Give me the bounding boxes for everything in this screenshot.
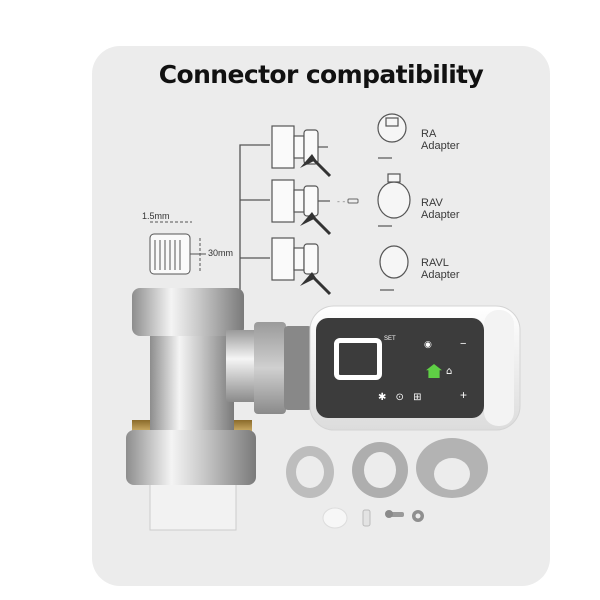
arrows <box>300 154 332 296</box>
wifi-icon: ◉ <box>424 340 432 350</box>
screw-part <box>385 510 404 518</box>
ring-adapter-small <box>286 446 334 498</box>
plus-button[interactable]: + <box>460 388 468 402</box>
dimension-drawing <box>149 221 206 275</box>
minus-button[interactable]: − <box>460 338 467 350</box>
thermostat-display: SET ◉ − ⌂ ✱ ⊙ ⊞ + <box>320 322 480 414</box>
away-icon: ⌂ <box>446 366 453 377</box>
ring-adapter-medium <box>352 442 408 498</box>
pin-part <box>347 198 359 204</box>
valve-drawing-3 <box>271 237 319 281</box>
adapter-name-ravl: RAVL <box>421 257 449 269</box>
connector-lines <box>239 144 270 310</box>
ravl-adapter-drawing <box>379 245 409 291</box>
nut-part <box>412 510 424 522</box>
thermostat-body <box>309 305 521 431</box>
radiator-valve <box>126 288 312 531</box>
dimension-length-label: 30mm <box>208 248 234 258</box>
valve-drawing-2 <box>271 179 330 223</box>
set-label: SET <box>384 336 396 342</box>
adapter-label-rav: RAV Adapter <box>421 197 460 221</box>
adapter-sub-ravl: Adapter <box>421 269 460 281</box>
dimension-width-label: 1.5mm <box>142 211 170 221</box>
page-title: Connector compatibility <box>158 60 484 89</box>
adapter-name-rav: RAV <box>421 197 443 209</box>
ra-adapter-drawing <box>377 113 407 159</box>
svg-text:- -: - - <box>337 197 345 206</box>
schedule-icons: ✱ ⊙ ⊞ <box>378 392 425 403</box>
cap-part <box>322 507 348 529</box>
small-pin <box>362 509 371 527</box>
temperature-digits <box>334 338 382 380</box>
adapter-sub-ra: Adapter <box>421 140 460 152</box>
adapter-sub-rav: Adapter <box>421 209 460 221</box>
home-icon <box>426 364 442 378</box>
ring-adapter-large <box>416 438 488 498</box>
adapter-label-ra: RA Adapter <box>421 128 460 152</box>
valve-drawing-1 <box>271 125 328 169</box>
rav-adapter-drawing <box>377 173 411 227</box>
adapter-label-ravl: RAVL Adapter <box>421 257 460 281</box>
adapter-name-ra: RA <box>421 128 437 140</box>
